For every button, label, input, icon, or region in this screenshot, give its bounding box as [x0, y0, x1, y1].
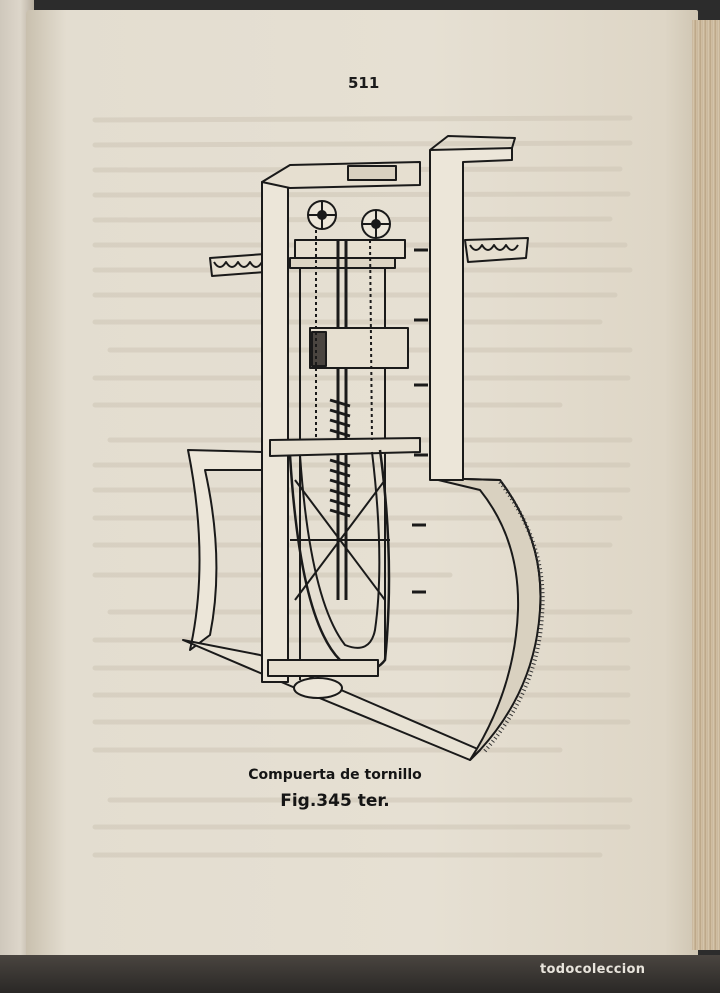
channel-floor: [182, 639, 481, 761]
figure-caption: Compuerta de tornillo: [248, 767, 422, 783]
frame-column-left: [261, 181, 289, 683]
right-post: [429, 147, 513, 481]
page-stack-edge: [692, 20, 720, 950]
gate-plate: [269, 437, 421, 457]
channel-wall-left: [187, 449, 263, 651]
page-number: 511: [348, 74, 380, 92]
figure-label: Fig.345 ter.: [280, 791, 390, 811]
watermark-text: todocoleccion: [540, 962, 646, 977]
bottom-shadow: [0, 955, 720, 993]
